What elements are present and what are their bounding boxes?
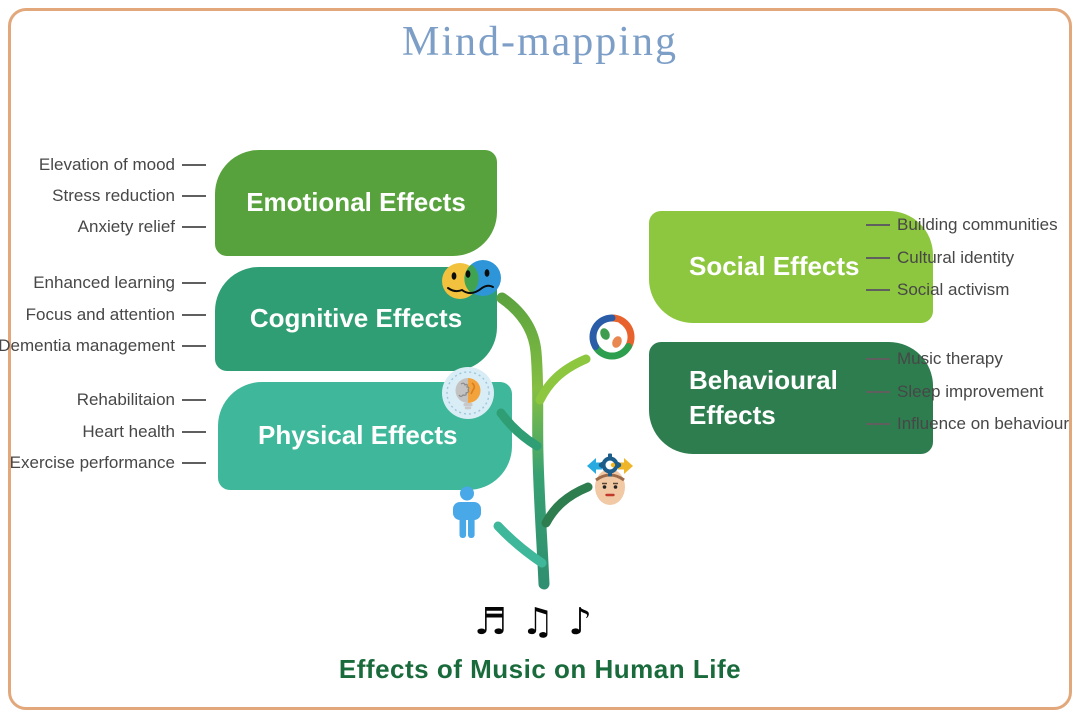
connector-dash <box>182 195 206 197</box>
connector-dash <box>182 462 206 464</box>
leaf-label: Building communities <box>897 215 1058 234</box>
connector-dash <box>866 289 890 291</box>
branch-behavioural <box>541 482 593 528</box>
leaf-label: Dementia management <box>0 336 175 355</box>
music-notes-glyphs: ♬♫♪ <box>474 600 606 643</box>
leaf-label: Anxiety relief <box>77 217 175 236</box>
leaf-dementia-management: Dementia management <box>0 336 206 356</box>
leaf-label: Elevation of mood <box>38 155 175 174</box>
bubble-behavioural-effects: Behavioural Effects <box>649 342 933 454</box>
leaf-label: Heart health <box>82 422 175 441</box>
leaf-focus-and-attention: Focus and attention <box>8 305 206 325</box>
leaf-label: Rehabilitaion <box>76 390 175 409</box>
leaf-influence-on-behaviour: Influence on behaviour <box>866 414 1078 434</box>
leaf-enhanced-learning: Enhanced learning <box>8 273 206 293</box>
bubble-physical-label: Physical Effects <box>258 420 458 451</box>
tree-stem-graphic <box>493 292 593 590</box>
leaf-label: Cultural identity <box>897 248 1015 267</box>
leaf-building-communities: Building communities <box>866 215 1078 235</box>
leaf-label: Sleep improvement <box>897 382 1044 401</box>
branch-cognitive <box>496 408 542 451</box>
connector-dash <box>866 391 890 393</box>
leaf-label: Music therapy <box>897 349 1003 368</box>
brain-lightbulb-icon <box>442 367 494 419</box>
connector-dash <box>866 358 890 360</box>
bubble-cognitive-effects: Cognitive Effects <box>215 267 497 371</box>
leaf-label: Stress reduction <box>52 186 175 205</box>
tree-trunk <box>496 292 550 590</box>
connector-dash <box>866 224 890 226</box>
leaf-cultural-identity: Cultural identity <box>866 248 1078 268</box>
bubble-behavioural-label: Behavioural Effects <box>689 364 838 430</box>
bubble-social-effects: Social Effects <box>649 211 933 323</box>
bubble-physical-effects: Physical Effects <box>218 382 512 490</box>
leaf-stress-reduction: Stress reduction <box>8 186 206 206</box>
page-title: Mind-mapping <box>402 19 678 65</box>
leaf-heart-health: Heart health <box>8 422 206 442</box>
bubble-emotional-label: Emotional Effects <box>246 187 466 218</box>
leaf-label: Exercise performance <box>9 453 175 472</box>
leaf-social-activism: Social activism <box>866 280 1078 300</box>
leaf-elevation-of-mood: Elevation of mood <box>8 155 206 175</box>
connector-dash <box>182 399 206 401</box>
bubble-social-label: Social Effects <box>689 251 860 282</box>
leaf-label: Social activism <box>897 280 1010 299</box>
leaf-sleep-improvement: Sleep improvement <box>866 382 1078 402</box>
leaf-exercise-performance: Exercise performance <box>8 453 206 473</box>
community-hands-icon <box>589 314 635 360</box>
leaf-rehabilitaion: Rehabilitaion <box>8 390 206 410</box>
connector-dash <box>866 423 890 425</box>
bubble-emotional-effects: Emotional Effects <box>215 150 497 256</box>
connector-dash <box>182 314 206 316</box>
diagram-caption: Effects of Music on Human Life <box>338 654 742 684</box>
bubble-cognitive-label: Cognitive Effects <box>249 303 463 334</box>
leaf-label: Enhanced learning <box>33 273 175 292</box>
connector-dash <box>182 282 206 284</box>
happy-sad-faces-icon <box>442 260 501 299</box>
connector-dash <box>182 226 206 228</box>
branch-physical <box>493 521 547 568</box>
branch-social <box>535 354 591 405</box>
leaf-music-therapy: Music therapy <box>866 349 1078 369</box>
person-icon <box>453 486 481 538</box>
leaf-label: Influence on behaviour <box>897 414 1070 433</box>
connector-dash <box>182 431 206 433</box>
connector-dash <box>182 345 206 347</box>
connector-dash <box>182 164 206 166</box>
leaf-anxiety-relief: Anxiety relief <box>8 217 206 237</box>
connector-dash <box>866 257 890 259</box>
leaf-label: Focus and attention <box>25 305 175 324</box>
gear-head-icon <box>587 453 633 505</box>
